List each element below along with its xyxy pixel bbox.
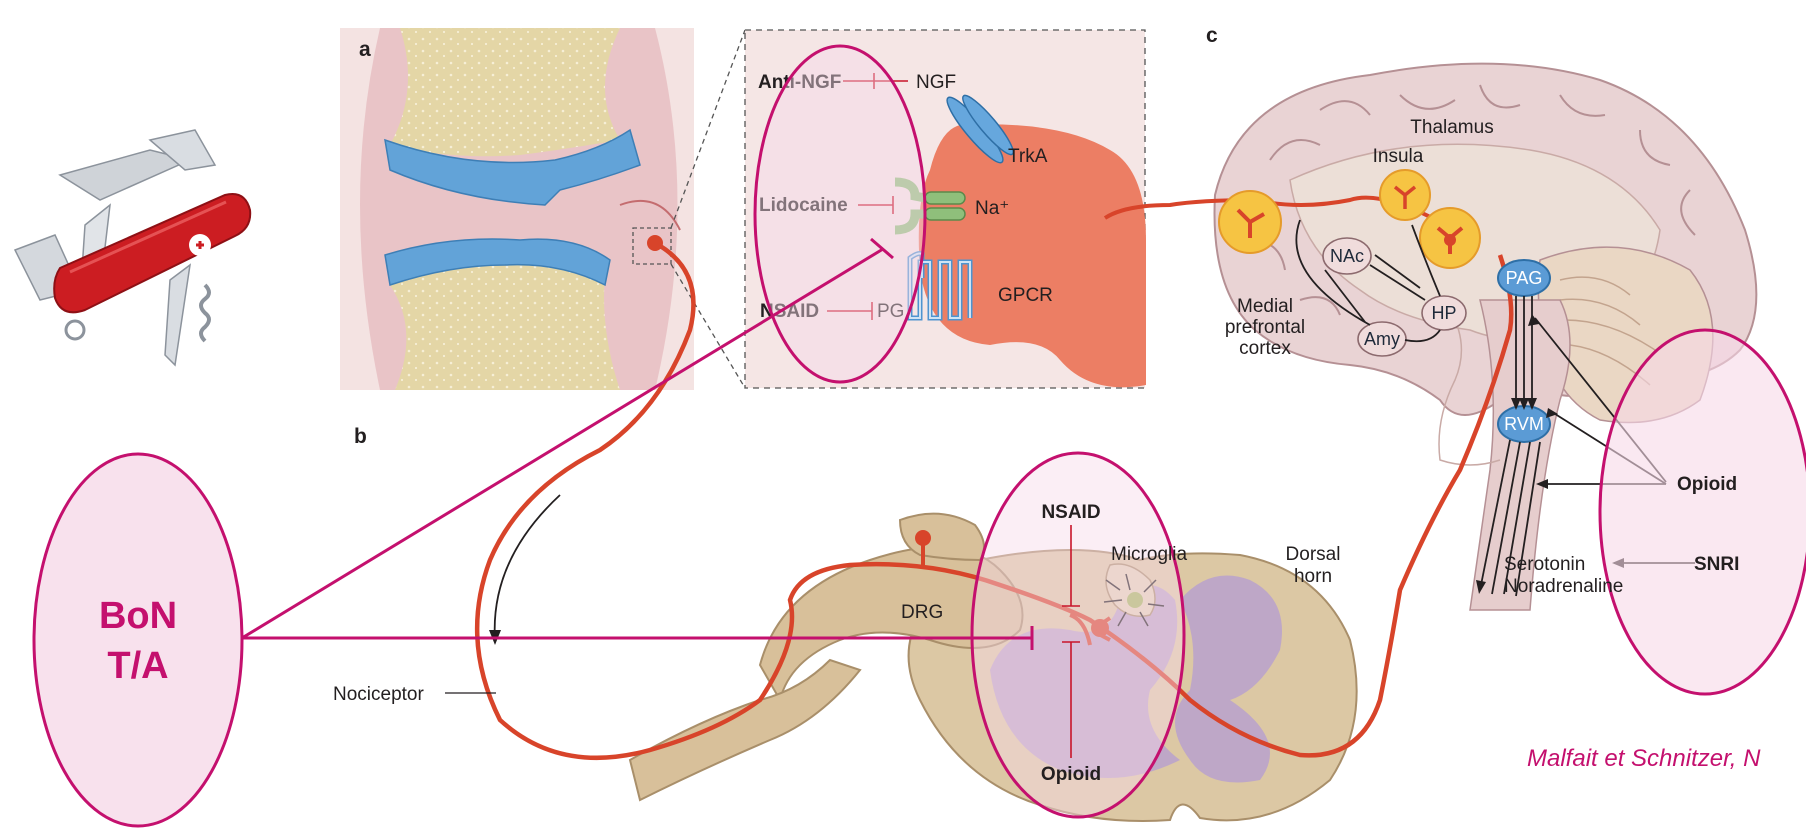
highlight-brain-drugs [1600, 330, 1806, 694]
amy-label: Amy [1364, 329, 1400, 349]
rvm-label: RVM [1504, 414, 1544, 434]
dorsal-horn-label-2: horn [1294, 566, 1332, 587]
bont-ellipse [34, 454, 242, 826]
insula-node [1380, 170, 1430, 220]
pag-label: PAG [1506, 268, 1543, 288]
bont-label-line2: T/A [107, 645, 168, 687]
joint-illustration [340, 28, 694, 390]
serotonin-label: Serotonin [1504, 554, 1585, 575]
mpfc-label-1: Medial [1237, 296, 1293, 317]
thalamus-label: Thalamus [1410, 117, 1493, 138]
hp-label: HP [1431, 303, 1456, 323]
panel-c-label: c [1206, 24, 1218, 47]
highlight-inset-drugs [755, 46, 925, 382]
gpcr-label: GPCR [998, 285, 1053, 306]
nac-label: NAc [1330, 246, 1364, 266]
snri-label: SNRI [1694, 554, 1739, 575]
trka-label: TrkA [1008, 146, 1048, 167]
bont-label-line1: BoN [99, 595, 177, 637]
drg-label: DRG [901, 602, 943, 623]
ngf-label: NGF [916, 72, 956, 93]
mpfc-node [1219, 191, 1281, 253]
na-label: Na⁺ [975, 198, 1009, 219]
insula-label: Insula [1373, 146, 1424, 167]
opioid-brain-label: Opioid [1677, 474, 1737, 495]
swiss-army-knife-icon [15, 130, 250, 365]
nociceptor-label: Nociceptor [333, 684, 424, 705]
microglia-label: Microglia [1111, 544, 1187, 565]
panel-b-label: b [354, 425, 367, 448]
thalamus-node [1420, 208, 1480, 268]
opioid-spinal-label: Opioid [1041, 764, 1101, 785]
nsaid-spinal-label: NSAID [1041, 502, 1100, 523]
noradrenaline-label: Noradrenaline [1504, 576, 1623, 597]
dorsal-horn-label-1: Dorsal [1286, 544, 1341, 565]
citation: Malfait et Schnitzer, N [1527, 745, 1761, 772]
mpfc-label-3: cortex [1239, 338, 1291, 359]
mpfc-label-2: prefrontal [1225, 317, 1305, 338]
panel-a-label: a [359, 38, 371, 61]
